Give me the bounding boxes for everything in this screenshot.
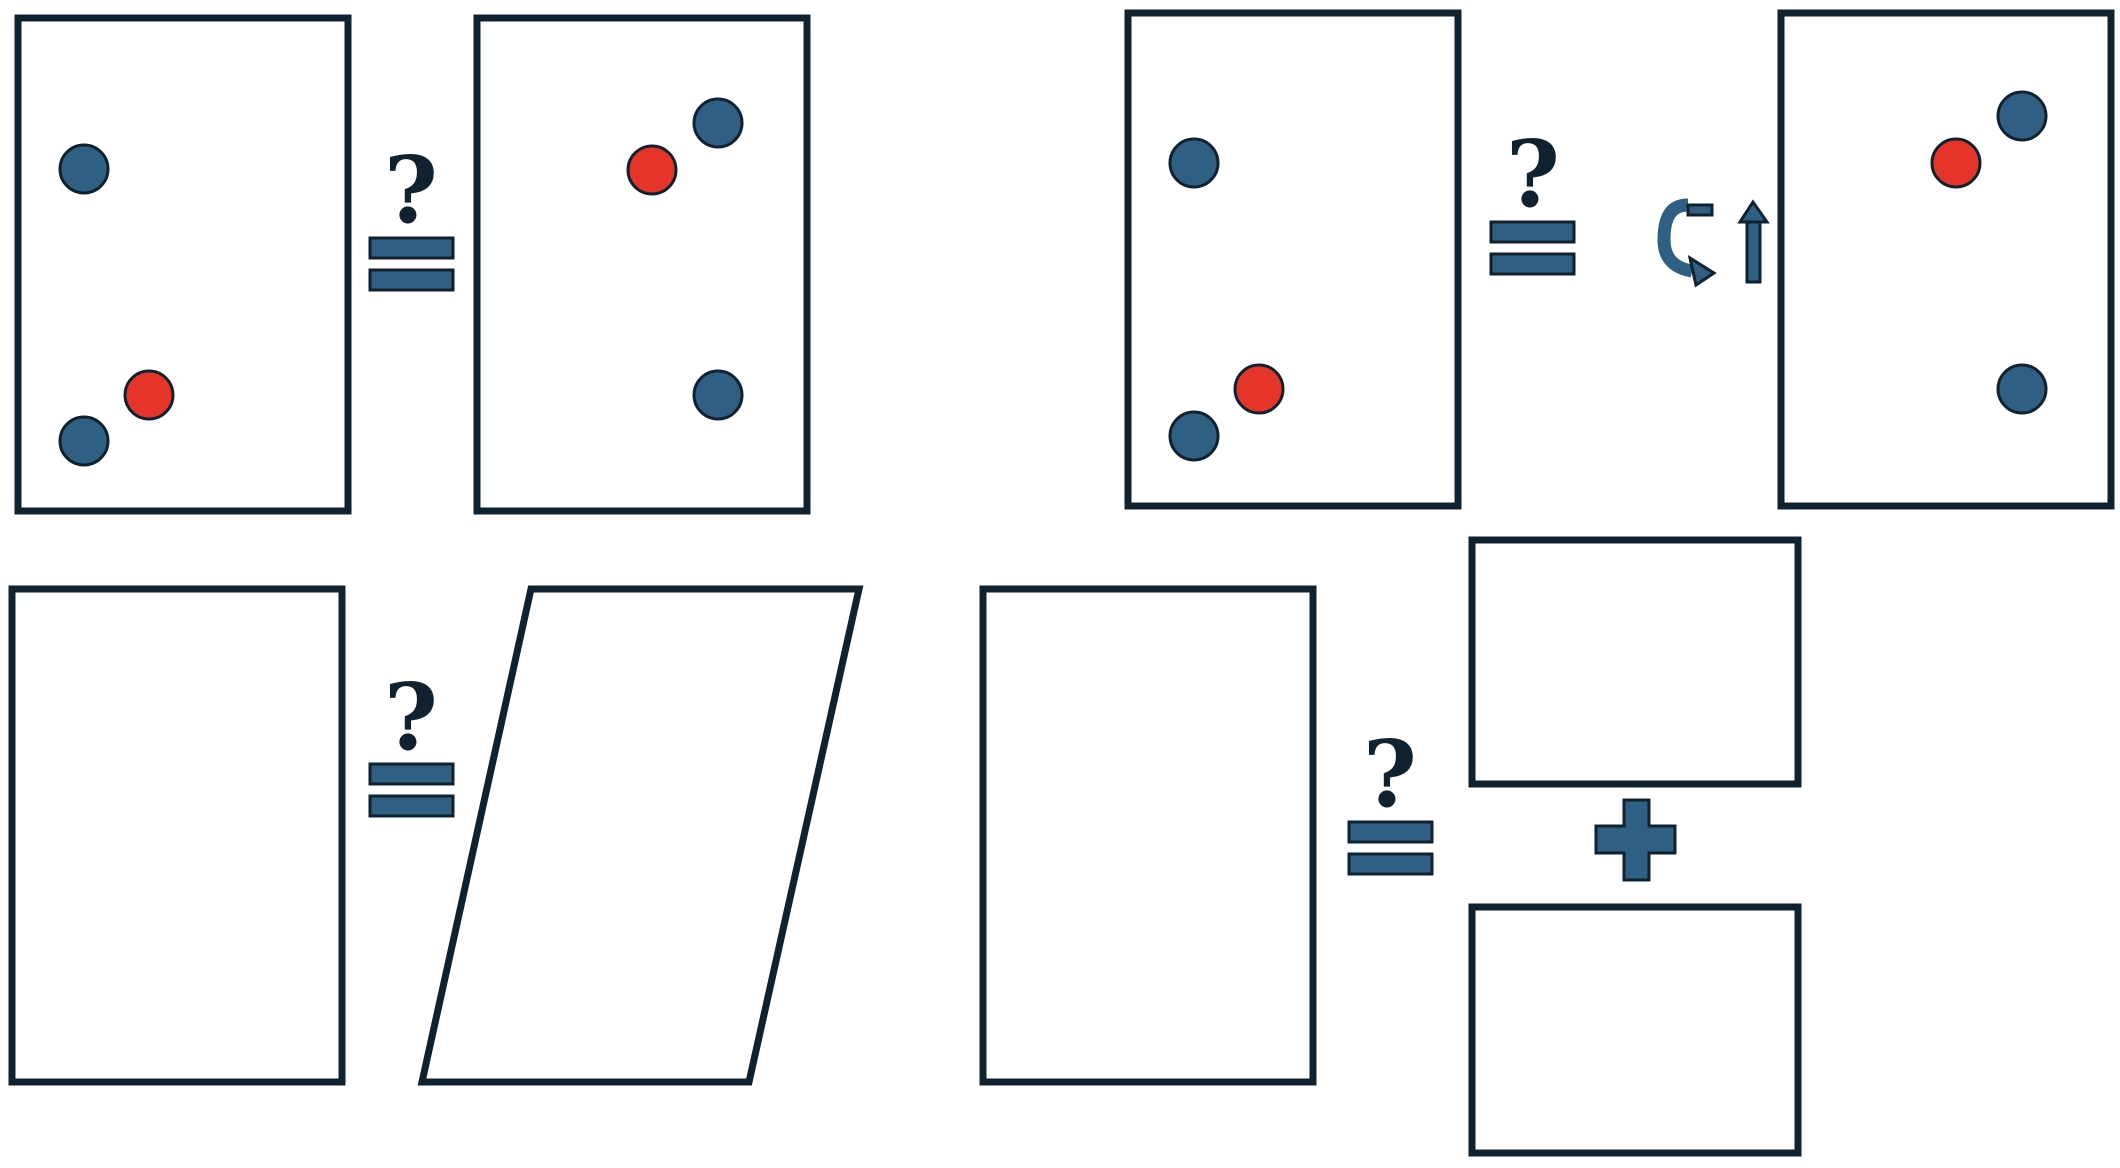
equals-bar-bottom xyxy=(368,794,455,818)
plus-icon xyxy=(1594,798,1677,882)
blue-dot xyxy=(692,369,744,421)
equals-bar-top xyxy=(368,762,455,786)
top-card xyxy=(1468,536,1802,788)
panel-shear: ? xyxy=(8,585,864,1086)
questioned-equals-sign: ? xyxy=(1347,720,1434,876)
red-dot xyxy=(123,369,175,421)
blue-dot xyxy=(692,97,744,149)
question-mark: ? xyxy=(1363,720,1417,828)
blue-dot xyxy=(1996,363,2048,415)
right-card xyxy=(1777,9,2115,510)
parallelogram-card xyxy=(417,585,864,1086)
equals-bar-top xyxy=(1347,820,1434,844)
panel-dots-equality: ? xyxy=(14,14,811,515)
questioned-equals-sign: ? xyxy=(1489,120,1576,276)
right-card xyxy=(473,14,811,515)
equals-bar-bottom xyxy=(368,268,455,292)
panel-split: ? xyxy=(979,536,1802,1157)
question-mark: ? xyxy=(384,136,438,244)
red-dot xyxy=(1233,363,1285,415)
red-dot xyxy=(1930,137,1982,189)
left-card xyxy=(979,585,1317,1086)
panel-dots-rotation: ? xyxy=(1124,9,2115,510)
question-mark: ? xyxy=(384,663,438,771)
up-arrow-icon xyxy=(1737,199,1770,284)
equals-bar-bottom xyxy=(1489,252,1576,276)
blue-dot xyxy=(58,143,110,195)
equals-bar-top xyxy=(1489,220,1576,244)
questioned-equals-sign: ? xyxy=(368,136,455,292)
equals-bar-top xyxy=(368,236,455,260)
red-dot xyxy=(626,144,678,196)
question-mark: ? xyxy=(1506,120,1560,228)
blue-dot xyxy=(1168,410,1220,462)
blue-dot xyxy=(1168,137,1220,189)
questioned-equals-sign: ? xyxy=(368,663,455,818)
blue-dot xyxy=(58,415,110,467)
rotate-arrow-icon xyxy=(1657,198,1717,288)
bottom-card xyxy=(1468,903,1802,1157)
equals-bar-bottom xyxy=(1347,852,1434,876)
left-card xyxy=(8,585,346,1086)
blue-dot xyxy=(1996,90,2048,142)
